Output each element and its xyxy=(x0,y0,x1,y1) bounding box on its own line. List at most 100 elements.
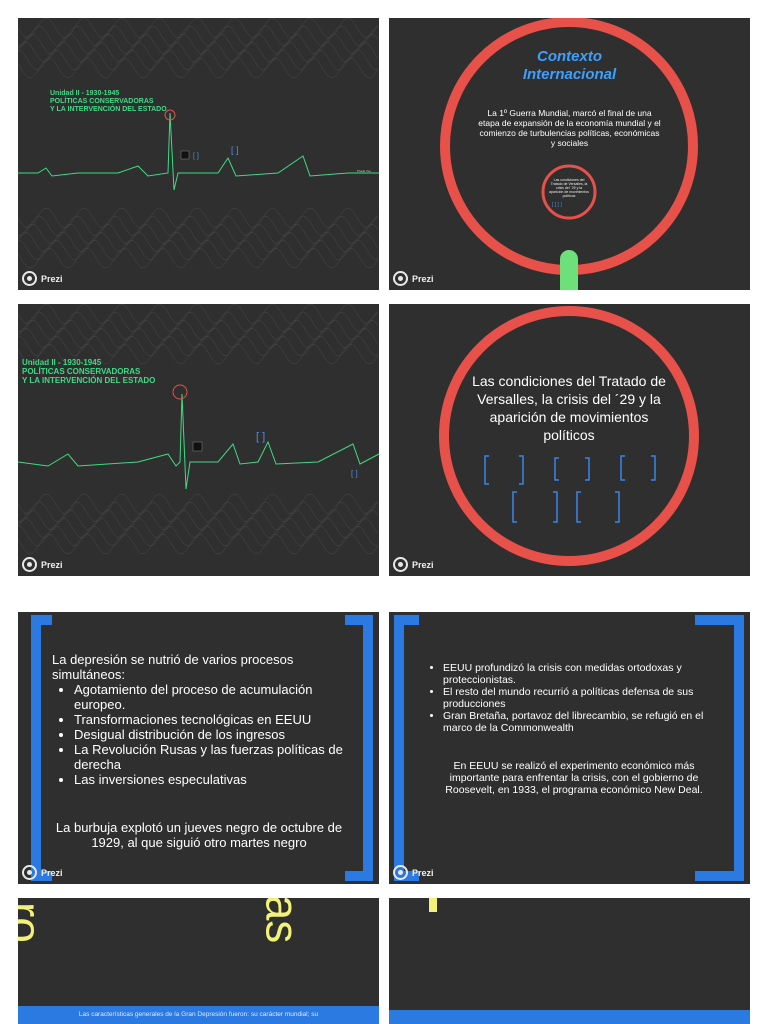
slide-thumbnail-4[interactable]: Las condiciones del Tratado de Versalles… xyxy=(389,304,750,576)
texture-wave xyxy=(18,525,378,547)
zoom-circle[interactable] xyxy=(164,109,176,121)
prezi-logo-icon xyxy=(393,557,408,572)
rotated-fragment: as xyxy=(256,898,309,944)
texture-wave xyxy=(18,501,379,523)
svg-text:[ ]: [ ] xyxy=(351,469,358,478)
texture-wave xyxy=(18,207,379,229)
texture-wave xyxy=(18,57,379,79)
texture-wave xyxy=(18,41,379,63)
title-line1: Contexto xyxy=(537,48,602,65)
slide-thumbnail-5[interactable]: La depresión se nutrió de varios proceso… xyxy=(18,612,379,884)
texture-wave xyxy=(18,319,379,341)
texture-wave xyxy=(18,304,379,325)
prezi-label: Prezi xyxy=(41,273,63,284)
prezi-label: Prezi xyxy=(412,867,434,878)
svg-text:[ ]: [ ] xyxy=(256,431,265,443)
prezi-brand[interactable]: Prezi xyxy=(22,557,63,572)
texture-wave xyxy=(18,517,379,539)
context-circles: [ ] [ ] xyxy=(440,18,698,290)
prezi-brand[interactable]: Prezi xyxy=(393,271,434,286)
zoom-frame[interactable] xyxy=(192,441,203,452)
slide-thumbnail-7[interactable]: ro as Las características generales de l… xyxy=(18,898,379,1024)
texture-wave xyxy=(18,247,379,269)
green-connector xyxy=(560,250,578,290)
list-item: El resto del mundo recurrió a políticas … xyxy=(443,686,719,710)
yellow-fragment xyxy=(429,898,437,912)
prezi-brand[interactable]: Prezi xyxy=(393,557,434,572)
measures-list: EEUU profundizó la crisis con medidas or… xyxy=(429,662,719,734)
texture-wave xyxy=(18,49,378,71)
intro-text: La depresión se nutrió de varios proceso… xyxy=(52,652,294,682)
prezi-label: Prezi xyxy=(41,559,63,570)
zoom-frame[interactable] xyxy=(180,150,190,160)
unit-title-line1: Unidad II - 1930-1945 xyxy=(50,90,120,97)
closing-text: En EEUU se realizó el experimento económ… xyxy=(445,760,703,796)
slide-title: Contexto Internacional xyxy=(389,48,750,84)
list-item: La Revolución Rusas y las fuerzas políti… xyxy=(74,742,352,772)
bracket-frames xyxy=(484,455,656,523)
prezi-label: Prezi xyxy=(412,273,434,284)
list-item: EEUU profundizó la crisis con medidas or… xyxy=(443,662,719,686)
slide-thumbnail-1[interactable]: [ ] [ ] Unidad II - 1930-1945 POLÍTICAS … xyxy=(18,18,379,290)
prezi-logo-icon xyxy=(22,865,37,880)
prezi-logo-icon xyxy=(393,271,408,286)
texture-wave xyxy=(18,493,379,515)
texture-wave xyxy=(18,327,379,349)
unit-title-line2: POLÍTICAS CONSERVADORAS xyxy=(50,98,154,105)
closing-text: La burbuja explotó un jueves negro de oc… xyxy=(55,820,343,850)
prezi-logo-icon xyxy=(22,557,37,572)
prezi-brand[interactable]: Prezi xyxy=(22,271,63,286)
ecg-background: [ ] [ ] xyxy=(18,18,379,269)
svg-text:[ ]: [ ] xyxy=(231,145,239,155)
list-item: Transformaciones tecnológicas en EEUU xyxy=(74,712,352,727)
texture-wave xyxy=(18,239,378,261)
texture-wave xyxy=(18,33,379,55)
texture-wave xyxy=(18,215,379,237)
texture-wave xyxy=(18,533,379,555)
texture-wave xyxy=(18,311,379,333)
unit-title: Unidad II - 1930-1945 POLÍTICAS CONSERVA… xyxy=(50,90,167,114)
versalles-circle xyxy=(439,306,699,566)
list-item: Las inversiones especulativas xyxy=(74,772,352,787)
unit-title-line3: Y LA INTERVENCIÓN DEL ESTADO xyxy=(22,376,156,385)
list-item: Desigual distribución de los ingresos xyxy=(74,727,352,742)
prezi-label: Prezi xyxy=(412,559,434,570)
prezi-brand[interactable]: Prezi xyxy=(22,865,63,880)
blue-footer-band: Las características generales de la Gran… xyxy=(18,1006,379,1024)
slide-thumbnail-6[interactable]: EEUU profundizó la crisis con medidas or… xyxy=(389,612,750,884)
blue-footer-band xyxy=(389,1010,750,1024)
process-list: Agotamiento del proceso de acumulación e… xyxy=(52,682,352,787)
eeuu-text: EEUU profundizó la crisis con medidas or… xyxy=(429,662,719,734)
zoom-circle[interactable] xyxy=(172,384,188,400)
prezi-logo-icon xyxy=(393,865,408,880)
unit-title-line2: POLÍTICAS CONSERVADORAS xyxy=(22,367,141,376)
prezi-logo-icon xyxy=(22,271,37,286)
texture-wave xyxy=(18,223,379,245)
slide-thumbnail-3[interactable]: [ ] [ ] Unidad II - 1930-1945 POLÍTICAS … xyxy=(18,304,379,576)
small-red-circle[interactable] xyxy=(541,164,597,220)
texture-wave xyxy=(18,231,379,253)
svg-text:[ ] [ ]: [ ] [ ] xyxy=(552,202,562,208)
end-label: Thank You xyxy=(356,169,371,173)
rotated-fragment: ro xyxy=(18,902,51,943)
slide-thumbnail-8[interactable] xyxy=(389,898,750,1024)
texture-wave xyxy=(18,509,379,531)
unit-title-line1: Unidad II - 1930-1945 xyxy=(22,358,102,367)
ecg-line xyxy=(18,112,379,191)
texture-wave xyxy=(18,335,378,357)
texture-wave xyxy=(18,343,379,365)
blue-bracket-frame xyxy=(31,615,373,881)
slide-body: La 1º Guerra Mundial, marcó el final de … xyxy=(478,108,661,148)
texture-wave xyxy=(18,25,379,47)
slide-thumbnail-2[interactable]: [ ] [ ] Contexto Internacional La 1º Gue… xyxy=(389,18,750,290)
depression-text: La depresión se nutrió de varios proceso… xyxy=(52,652,352,787)
footer-text: Las características generales de la Gran… xyxy=(78,1011,319,1018)
prezi-brand[interactable]: Prezi xyxy=(393,865,434,880)
blue-bracket-frame xyxy=(394,615,744,881)
list-item: Agotamiento del proceso de acumulación e… xyxy=(74,682,352,712)
unit-title: Unidad II - 1930-1945 POLÍTICAS CONSERVA… xyxy=(22,358,155,385)
ecg-background: [ ] [ ] xyxy=(18,304,379,555)
slide-title: Las condiciones del Tratado de Versalles… xyxy=(472,373,666,443)
svg-text:[ ]: [ ] xyxy=(193,153,199,160)
title-line2: Internacional xyxy=(522,66,617,83)
